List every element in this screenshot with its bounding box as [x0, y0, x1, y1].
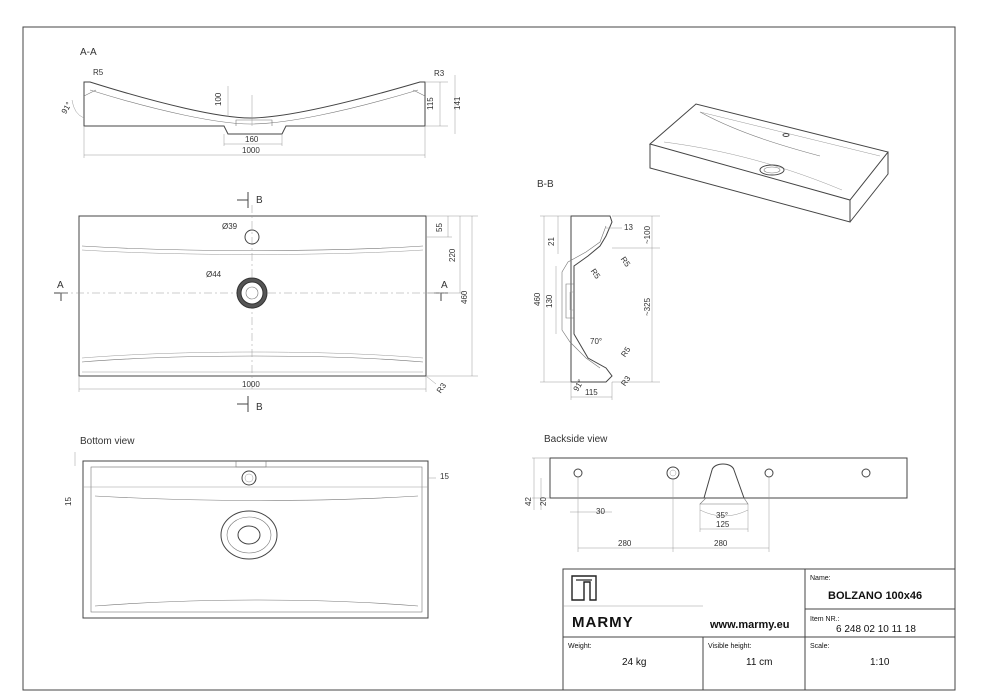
iso-top [648, 103, 889, 201]
iso-front [649, 144, 851, 223]
visible-height-label: Visible height: [708, 643, 752, 650]
aa-d100: 100 [214, 92, 223, 106]
marker-a-right: A [441, 280, 448, 291]
marmy-logo-icon [571, 575, 597, 601]
bb-d21: 21 [547, 237, 556, 246]
top-d44: Ø44 [206, 270, 222, 279]
bb-d130: 130 [545, 294, 554, 308]
website: www.marmy.eu [709, 619, 789, 631]
aa-r3: R3 [434, 69, 445, 78]
bb-r5a: R5 [589, 267, 603, 281]
aa-inner-curve [89, 89, 419, 125]
bottom-view: Bottom view 15 15 [64, 436, 449, 619]
backside-outline [549, 457, 908, 499]
bottom-faucet-hole [241, 470, 257, 486]
scale-value: 1:10 [870, 657, 890, 668]
scale-label: Scale: [810, 643, 830, 650]
aa-d115: 115 [426, 97, 435, 110]
bb-d325: ~325 [643, 297, 652, 316]
weight-value: 24 kg [622, 657, 646, 668]
bb-d460: 460 [533, 292, 542, 306]
weight-label: Weight: [568, 643, 592, 650]
isometric-view [648, 103, 889, 223]
aa-d1000: 1000 [242, 146, 260, 155]
marker-b-bottom: B [256, 402, 263, 413]
bb-section-outline [570, 215, 613, 383]
item-label: Item NR.: [810, 616, 840, 623]
drain-inner [240, 281, 264, 305]
name-value: BOLZANO 100x46 [828, 590, 922, 602]
marker-b-top: B [256, 195, 263, 206]
back-d280a: 280 [618, 539, 632, 548]
marker-a-left: A [57, 280, 64, 291]
section-aa-label: A-A [80, 47, 97, 58]
bottom-d15a: 15 [440, 472, 449, 481]
top-outline [78, 215, 427, 377]
backside-view-label: Backside view [544, 434, 608, 445]
brand-name: MARMY [572, 614, 634, 631]
iso-drain [759, 164, 785, 176]
bb-angle91: 91° [572, 378, 586, 393]
back-d125: 125 [716, 520, 730, 529]
top-d39: Ø39 [222, 222, 238, 231]
item-value: 6 248 02 10 11 18 [836, 624, 916, 635]
back-d30: 30 [596, 507, 605, 516]
top-d1000: 1000 [242, 380, 260, 389]
back-d35: 35° [716, 511, 728, 520]
bottom-drain-outer [220, 510, 278, 560]
aa-angle: 91° [60, 100, 74, 115]
aa-d160: 160 [245, 135, 259, 144]
back-d42: 42 [524, 497, 533, 506]
bb-r5b: R5 [619, 255, 633, 269]
section-bb: B-B 460 21 130 13 ~100 ~325 R5 R5 70° R5… [533, 179, 660, 400]
bottom-d15b: 15 [64, 497, 73, 506]
bb-angle70: 70° [590, 337, 602, 346]
backside-drain-cutout [703, 463, 745, 499]
bb-d100: ~100 [643, 225, 652, 244]
aa-d141: 141 [453, 96, 462, 110]
aa-r5: R5 [93, 68, 104, 77]
faucet-hole [244, 229, 260, 245]
top-view: B B A A Ø39 Ø44 55 220 [54, 192, 478, 413]
iso-faucet-hole [782, 133, 790, 137]
top-d55: 55 [435, 223, 444, 232]
back-d20: 20 [539, 497, 548, 506]
top-d460: 460 [460, 290, 469, 304]
back-d280b: 280 [714, 539, 728, 548]
title-block: MARMY www.marmy.eu Name: BOLZANO 100x46 … [562, 568, 956, 691]
name-label: Name: [810, 575, 831, 582]
section-aa: A-A R5 R3 91° 100 115 141 160 1000 [60, 47, 462, 158]
bb-r5c: R5 [619, 345, 633, 359]
aa-section-outline [83, 81, 426, 135]
bb-d115: 115 [585, 388, 598, 397]
visible-height-value: 11 cm [746, 657, 773, 668]
top-r3: R3 [435, 381, 449, 395]
bb-r3: R3 [619, 374, 633, 388]
bb-d13: 13 [624, 223, 633, 232]
drawing-border [22, 26, 956, 691]
bottom-outline [82, 460, 429, 619]
top-d220: 220 [448, 248, 457, 262]
iso-side [849, 152, 889, 223]
bottom-view-label: Bottom view [80, 436, 135, 447]
backside-view: Backside view 42 20 280 280 30 35° 125 [524, 434, 908, 552]
section-bb-label: B-B [537, 179, 554, 190]
